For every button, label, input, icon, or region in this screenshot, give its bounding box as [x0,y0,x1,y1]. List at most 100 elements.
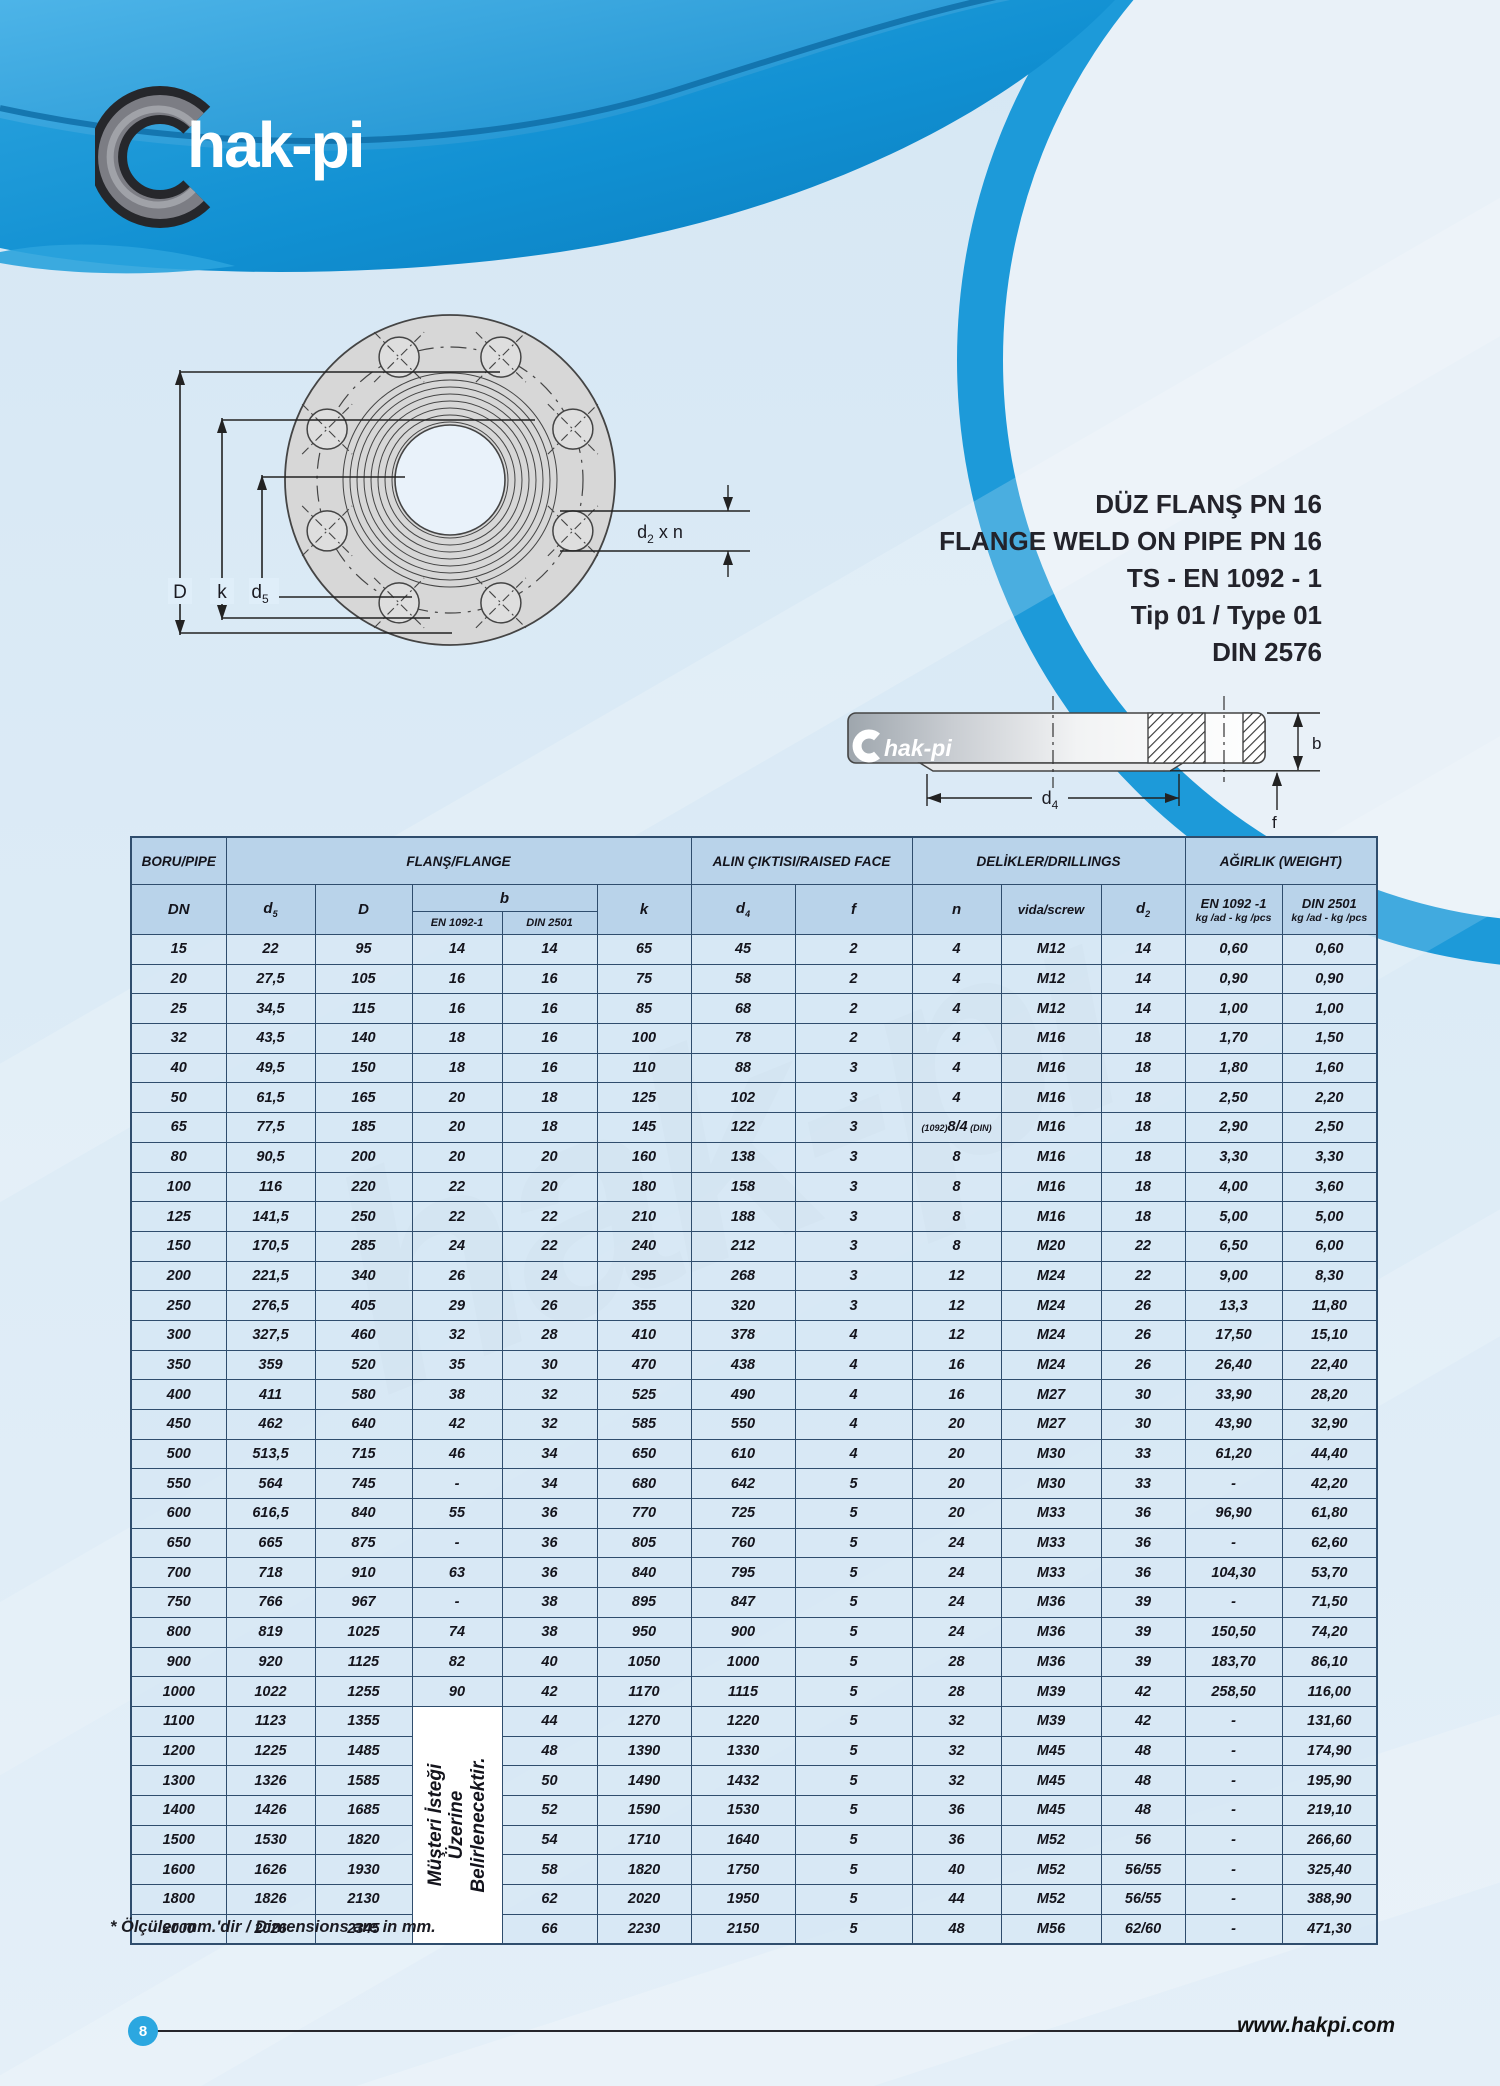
cell-D: 185 [314,1112,413,1143]
cell-dn: 250 [130,1290,227,1321]
cell-n: 20 [911,1468,1002,1500]
cell-d2: 33 [1100,1468,1186,1500]
cell-d2: 56 [1100,1824,1186,1856]
cell-d2: 18 [1100,1141,1186,1173]
cell-w-din: 62,60 [1281,1527,1378,1559]
cell-f: 5 [794,1527,913,1559]
dimensions-footnote: * Ölçüler mm.'dir / Dimensions are in mm… [110,1918,436,1936]
cell-b-din: 62 [501,1884,598,1915]
side-view-brand: hak-pi [852,729,952,763]
cell-f: 5 [794,1557,913,1589]
svg-text:hak-pi: hak-pi [884,735,952,761]
cell-k: 75 [596,963,692,995]
cell-D: 1255 [314,1676,413,1707]
cell-n: 28 [911,1646,1002,1678]
cell-w-en: 104,30 [1184,1557,1283,1589]
cell-w-en: 183,70 [1184,1646,1283,1678]
cell-d5: 43,5 [225,1023,316,1054]
cell-w-en: 9,00 [1184,1260,1283,1292]
cell-f: 5 [794,1824,913,1856]
cell-f: 3 [794,1112,913,1143]
cell-d2: 18 [1100,1201,1186,1232]
cell-w-din: 61,80 [1281,1498,1378,1529]
cell-b-en: 35 [411,1349,503,1381]
cell-d4: 1640 [690,1824,796,1856]
cell-w-en: 26,40 [1184,1349,1283,1381]
cell-d4: 45 [690,934,796,965]
cell-d4: 1330 [690,1735,796,1767]
cell-d4: 1950 [690,1884,796,1915]
cell-k: 1170 [596,1676,692,1707]
cell-w-din: 174,90 [1281,1735,1378,1767]
bolt-hole [301,403,353,455]
cell-k: 160 [596,1141,692,1173]
cell-d2: 26 [1100,1290,1186,1321]
cell-n: 20 [911,1438,1002,1470]
col-b-din: DIN 2501 [501,911,598,935]
cell-screw: M36 [1000,1587,1102,1618]
cell-b-din: 54 [501,1824,598,1856]
label-d2xn: d2 x n [637,522,683,546]
sub-header-row: EN 1092-1 DIN 2501 [131,911,1377,935]
cell-D: 910 [314,1557,413,1589]
cell-d4: 2150 [690,1913,796,1945]
cell-d2: 42 [1100,1676,1186,1707]
cell-k: 145 [596,1112,692,1143]
cell-screw: M30 [1000,1468,1102,1500]
cell-f: 5 [794,1616,913,1648]
cell-d4: 725 [690,1498,796,1529]
cell-screw: M16 [1000,1141,1102,1173]
cell-d2: 48 [1100,1765,1186,1796]
cell-w-din: 32,90 [1281,1409,1378,1440]
cell-b-din: 40 [501,1646,598,1678]
title-line: Tip 01 / Type 01 [1130,600,1322,630]
cell-D: 715 [314,1438,413,1470]
cell-screw: M52 [1000,1884,1102,1915]
col-b: b [411,884,598,912]
cell-d4: 642 [690,1468,796,1500]
cell-screw: M36 [1000,1616,1102,1648]
cell-w-din: 53,70 [1281,1557,1378,1589]
cell-dn: 2000 [130,1913,227,1945]
cell-screw: M33 [1000,1498,1102,1529]
cell-w-en: 5,00 [1184,1201,1283,1232]
cell-w-en: 1,80 [1184,1052,1283,1084]
cell-b-din: 38 [501,1587,598,1618]
cell-b-din: 26 [501,1290,598,1321]
cell-d4: 88 [690,1052,796,1084]
cell-D: 1125 [314,1646,413,1678]
label-f: f [1272,813,1277,832]
cell-k: 240 [596,1230,692,1262]
cell-D: 460 [314,1319,413,1351]
cell-w-din: 3,30 [1281,1141,1378,1173]
cell-d5: 276,5 [225,1290,316,1321]
cell-D: 220 [314,1171,413,1203]
cell-n: 4 [911,1023,1002,1054]
cell-f: 5 [794,1913,913,1945]
cell-b-din: 34 [501,1438,598,1470]
cell-f: 5 [794,1676,913,1707]
cell-dn: 550 [130,1468,227,1500]
cell-dn: 1000 [130,1676,227,1707]
cell-d5: 90,5 [225,1141,316,1173]
cell-D: 115 [314,993,413,1025]
cell-screw: M52 [1000,1854,1102,1885]
cell-n: 8 [911,1171,1002,1203]
title-line: FLANGE WELD ON PIPE PN 16 [939,526,1322,556]
cell-n: 32 [911,1765,1002,1796]
cell-k: 805 [596,1527,692,1559]
cell-d2: 22 [1100,1260,1186,1292]
cell-f: 3 [794,1230,913,1262]
cell-d5: 1022 [225,1676,316,1707]
cell-dn: 650 [130,1527,227,1559]
cell-b-en: 82 [411,1646,503,1678]
cell-d5: 411 [225,1379,316,1410]
website-link[interactable]: www.hakpi.com [1237,2014,1395,2037]
cell-w-din: 2,20 [1281,1082,1378,1114]
cell-w-din: 1,00 [1281,993,1378,1025]
label-b: b [1312,734,1321,753]
